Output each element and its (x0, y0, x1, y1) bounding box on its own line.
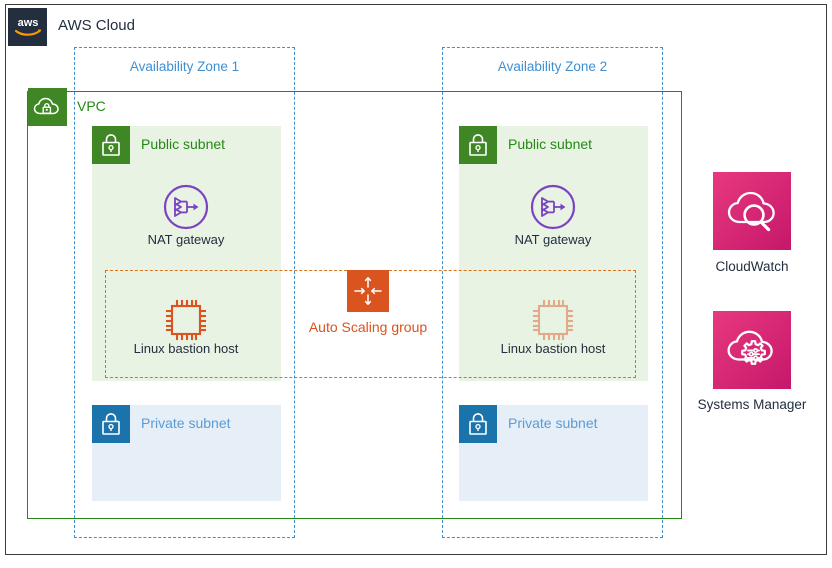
cloudwatch-label: CloudWatch (715, 259, 789, 274)
nat-gateway-az1-label: NAT gateway (147, 232, 225, 247)
auto-scaling-group-icon (347, 270, 389, 312)
linux-bastion-host-az1-label: Linux bastion host (133, 341, 239, 356)
public-subnet-az1-lock-icon (92, 126, 130, 164)
private-subnet-az2-lock-icon (459, 405, 497, 443)
availability-zone-2-boundary (442, 47, 663, 538)
cloudwatch-icon (713, 172, 791, 250)
public-subnet-az2-lock-icon (459, 126, 497, 164)
linux-bastion-host-az1-icon (160, 294, 212, 346)
nat-gateway-az2-label: NAT gateway (514, 232, 592, 247)
systems-manager-icon (713, 311, 791, 389)
private-subnet-az2-label: Private subnet (508, 415, 598, 431)
public-subnet-az2-area (459, 126, 648, 381)
vpc-label: VPC (77, 98, 106, 114)
linux-bastion-host-az2-icon (527, 294, 579, 346)
public-subnet-az2-label: Public subnet (508, 136, 593, 152)
private-subnet-az1-label: Private subnet (141, 415, 231, 431)
svg-text:aws: aws (17, 17, 38, 29)
private-subnet-az1-lock-icon (92, 405, 130, 443)
nat-gateway-az1-icon (160, 181, 212, 233)
availability-zone-1-label: Availability Zone 1 (129, 59, 240, 74)
aws-cloud-label: AWS Cloud (58, 17, 135, 34)
public-subnet-az1-label: Public subnet (141, 136, 226, 152)
diagram-frame (5, 4, 827, 555)
systems-manager-label: Systems Manager (697, 397, 807, 412)
auto-scaling-group-label: Auto Scaling group (308, 319, 428, 335)
aws-logo-icon: aws (8, 8, 47, 46)
vpc-icon (28, 88, 67, 126)
availability-zone-1-boundary (74, 47, 295, 538)
vpc-boundary (27, 91, 682, 519)
linux-bastion-host-az2-label: Linux bastion host (500, 341, 606, 356)
availability-zone-2-label: Availability Zone 2 (497, 59, 608, 74)
nat-gateway-az2-icon (527, 181, 579, 233)
